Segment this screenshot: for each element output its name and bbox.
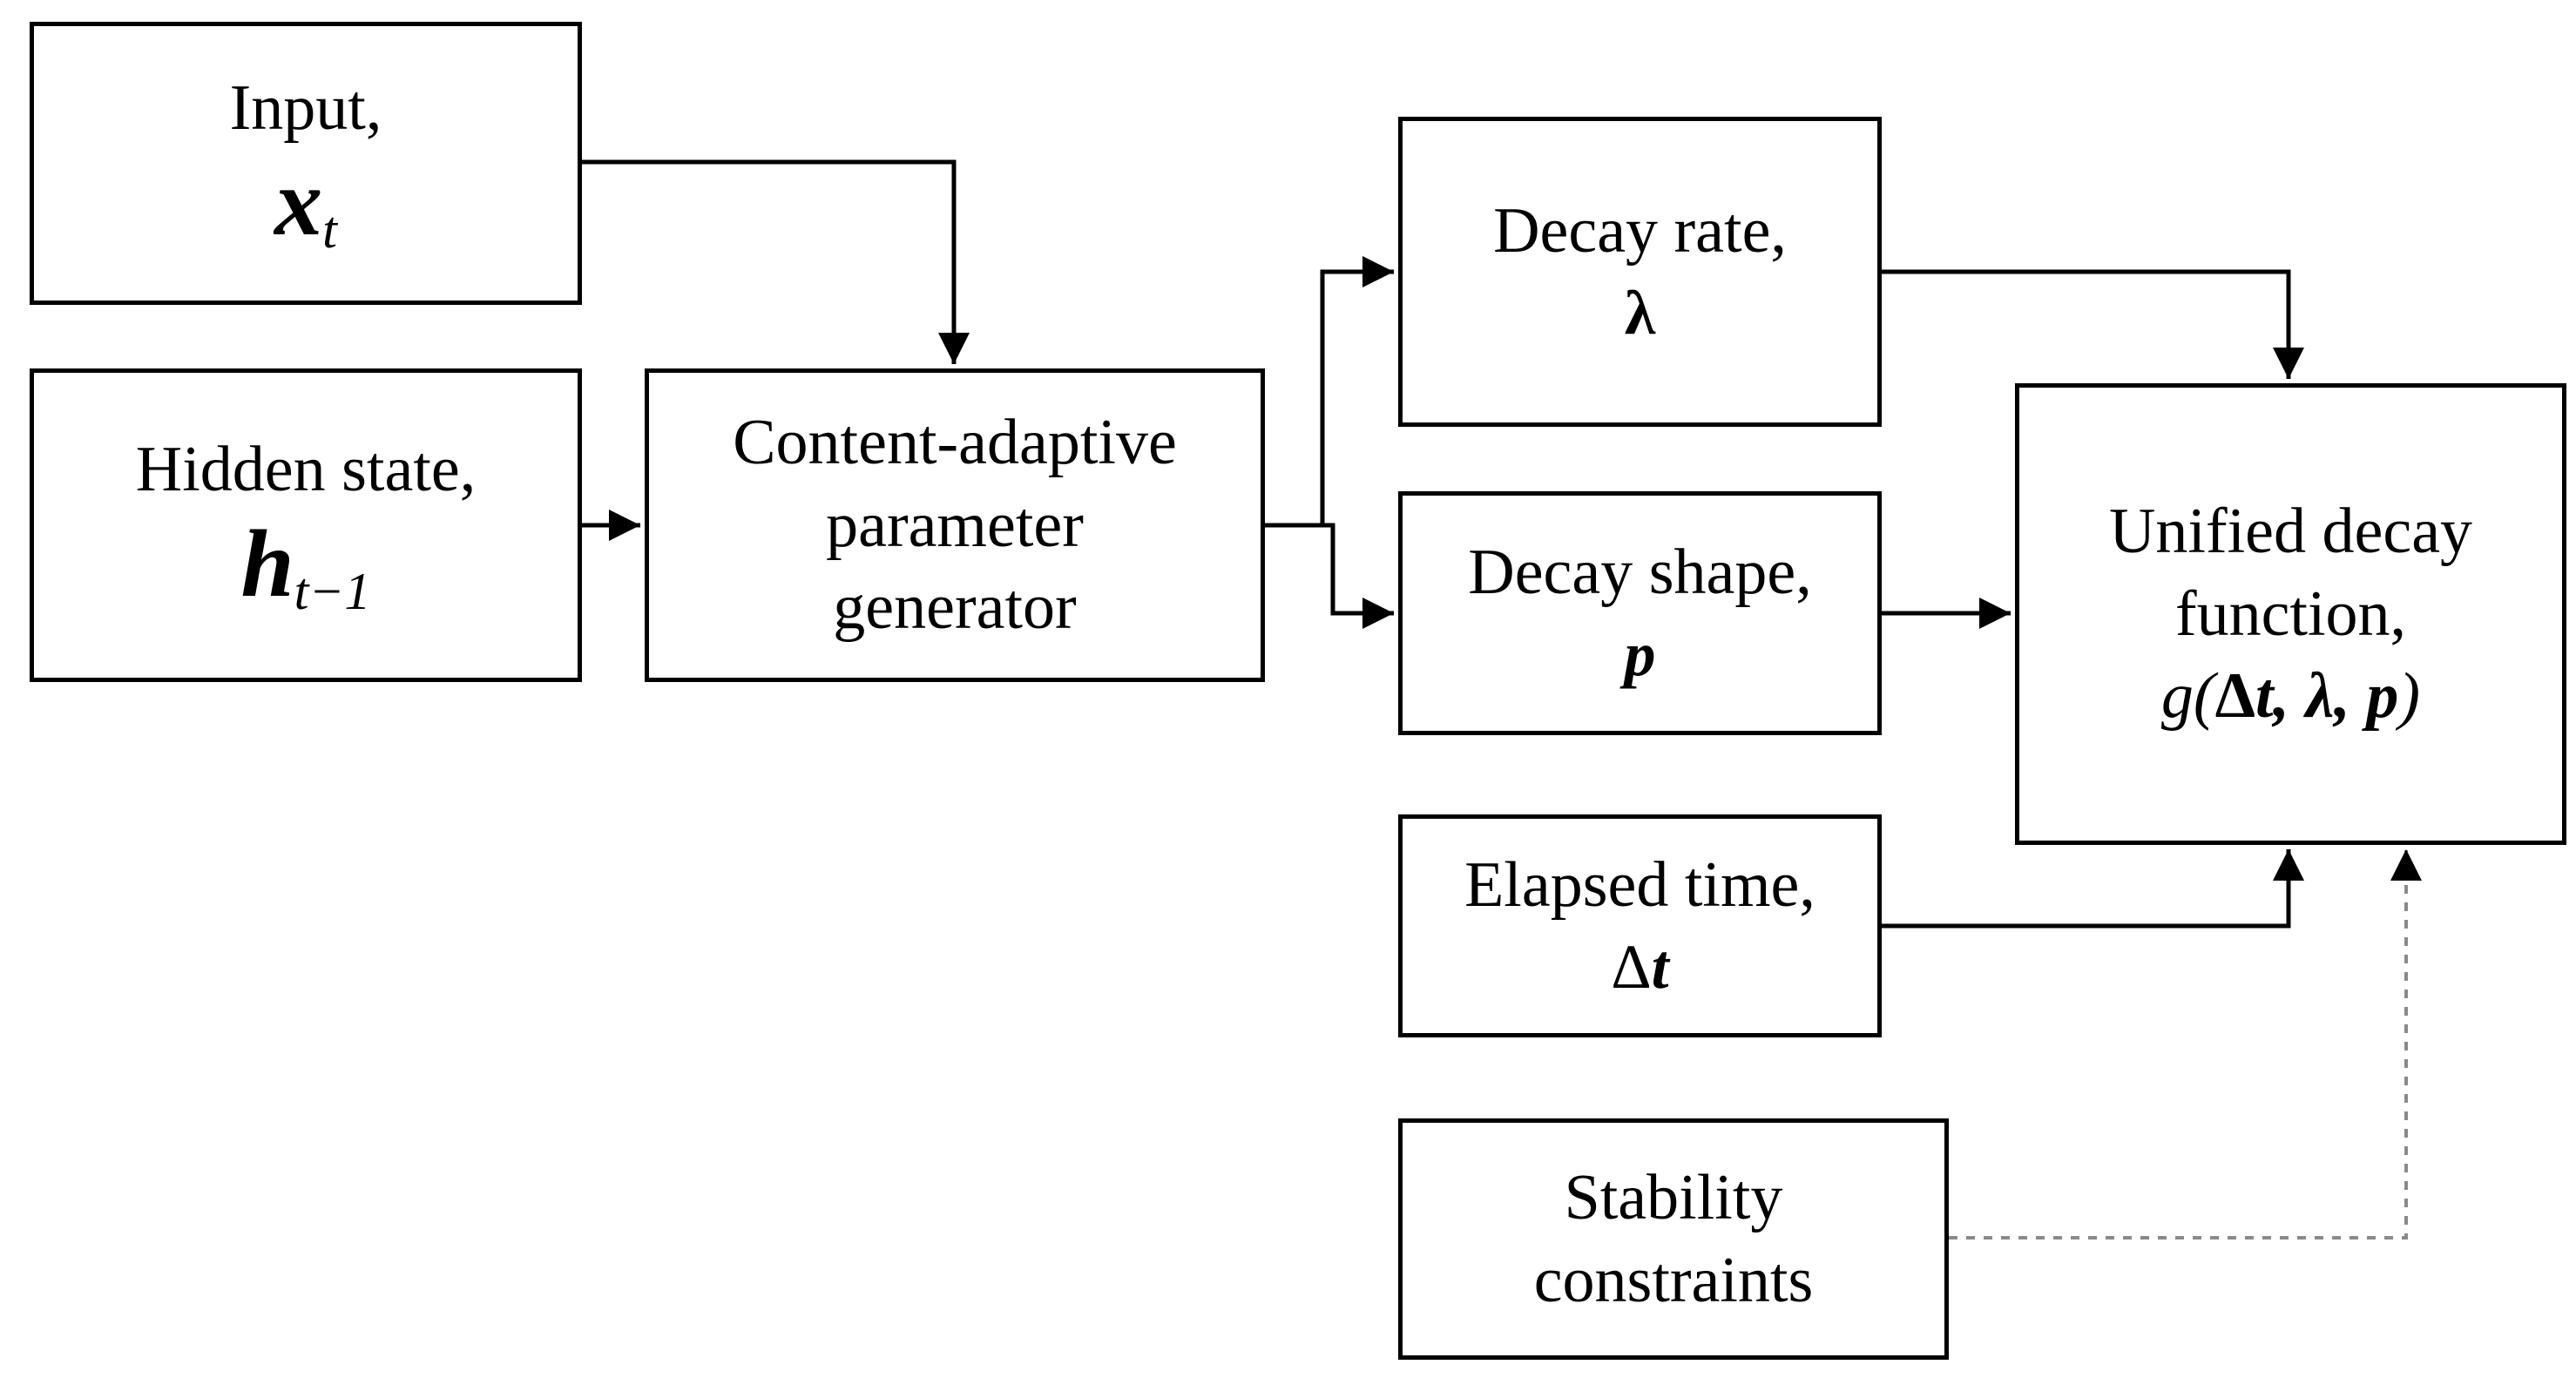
generator-line-1: Content-adaptive <box>733 406 1177 478</box>
unified-formula: g(Δt, λ, p) <box>2161 655 2420 738</box>
formula-close: ) <box>2398 660 2421 733</box>
stability-line-2: constraints <box>1533 1244 1814 1316</box>
unified-decay-node: Unified decay function, g(Δt, λ, p) <box>2015 383 2566 845</box>
formula-lambda: λ, <box>2305 660 2350 733</box>
hidden-state-label: Hidden state, <box>135 434 477 506</box>
edge-elapsed-to-unified <box>1882 849 2304 929</box>
hidden-state-symbol: ht−1 <box>240 511 370 622</box>
formula-p: p <box>2366 660 2399 733</box>
edge-stability-to-unified <box>1949 849 2422 1240</box>
decay-shape-symbol: p <box>1624 618 1656 689</box>
hidden-state-symbol-main: h <box>240 510 294 618</box>
elapsed-time-symbol: Δt <box>1611 927 1668 1009</box>
formula-delta: Δ <box>2214 660 2255 733</box>
decay-shape-label: Decay shape, <box>1468 536 1812 608</box>
hidden-state-node: Hidden state, ht−1 <box>30 368 582 682</box>
elapsed-delta: Δ <box>1611 931 1652 1002</box>
elapsed-t: t <box>1651 931 1669 1002</box>
input-symbol: xt <box>274 148 337 260</box>
generator-line-2: parameter <box>826 489 1084 561</box>
parameter-generator-node: Content-adaptive parameter generator <box>645 368 1265 682</box>
elapsed-time-label: Elapsed time, <box>1464 848 1815 921</box>
unified-line-1: Unified decay <box>2108 495 2473 567</box>
edge-input-to-generator <box>582 159 970 364</box>
decay-shape-node: Decay shape, p <box>1398 491 1882 735</box>
decay-rate-symbol: λ <box>1624 277 1656 348</box>
generator-line-3: generator <box>833 571 1077 644</box>
stability-line-1: Stability <box>1564 1161 1783 1233</box>
input-node: Input, xt <box>30 22 582 305</box>
hidden-state-symbol-sub: t−1 <box>294 563 371 622</box>
edge-generator-to-decay-shape <box>1322 523 1394 629</box>
edge-generator-to-decay-rate <box>1265 256 1394 528</box>
input-symbol-sub: t <box>322 200 337 260</box>
decay-rate-node: Decay rate, λ <box>1398 117 1882 427</box>
input-label: Input, <box>229 71 382 144</box>
edge-decay-rate-to-unified <box>1882 269 2304 379</box>
elapsed-time-node: Elapsed time, Δt <box>1398 814 1882 1037</box>
unified-line-2: function, <box>2174 578 2407 650</box>
input-symbol-main: x <box>274 148 323 255</box>
formula-t: t, <box>2255 660 2290 733</box>
stability-constraints-node: Stability constraints <box>1398 1118 1949 1360</box>
formula-g: g( <box>2160 660 2215 733</box>
decay-rate-label: Decay rate, <box>1493 194 1787 267</box>
